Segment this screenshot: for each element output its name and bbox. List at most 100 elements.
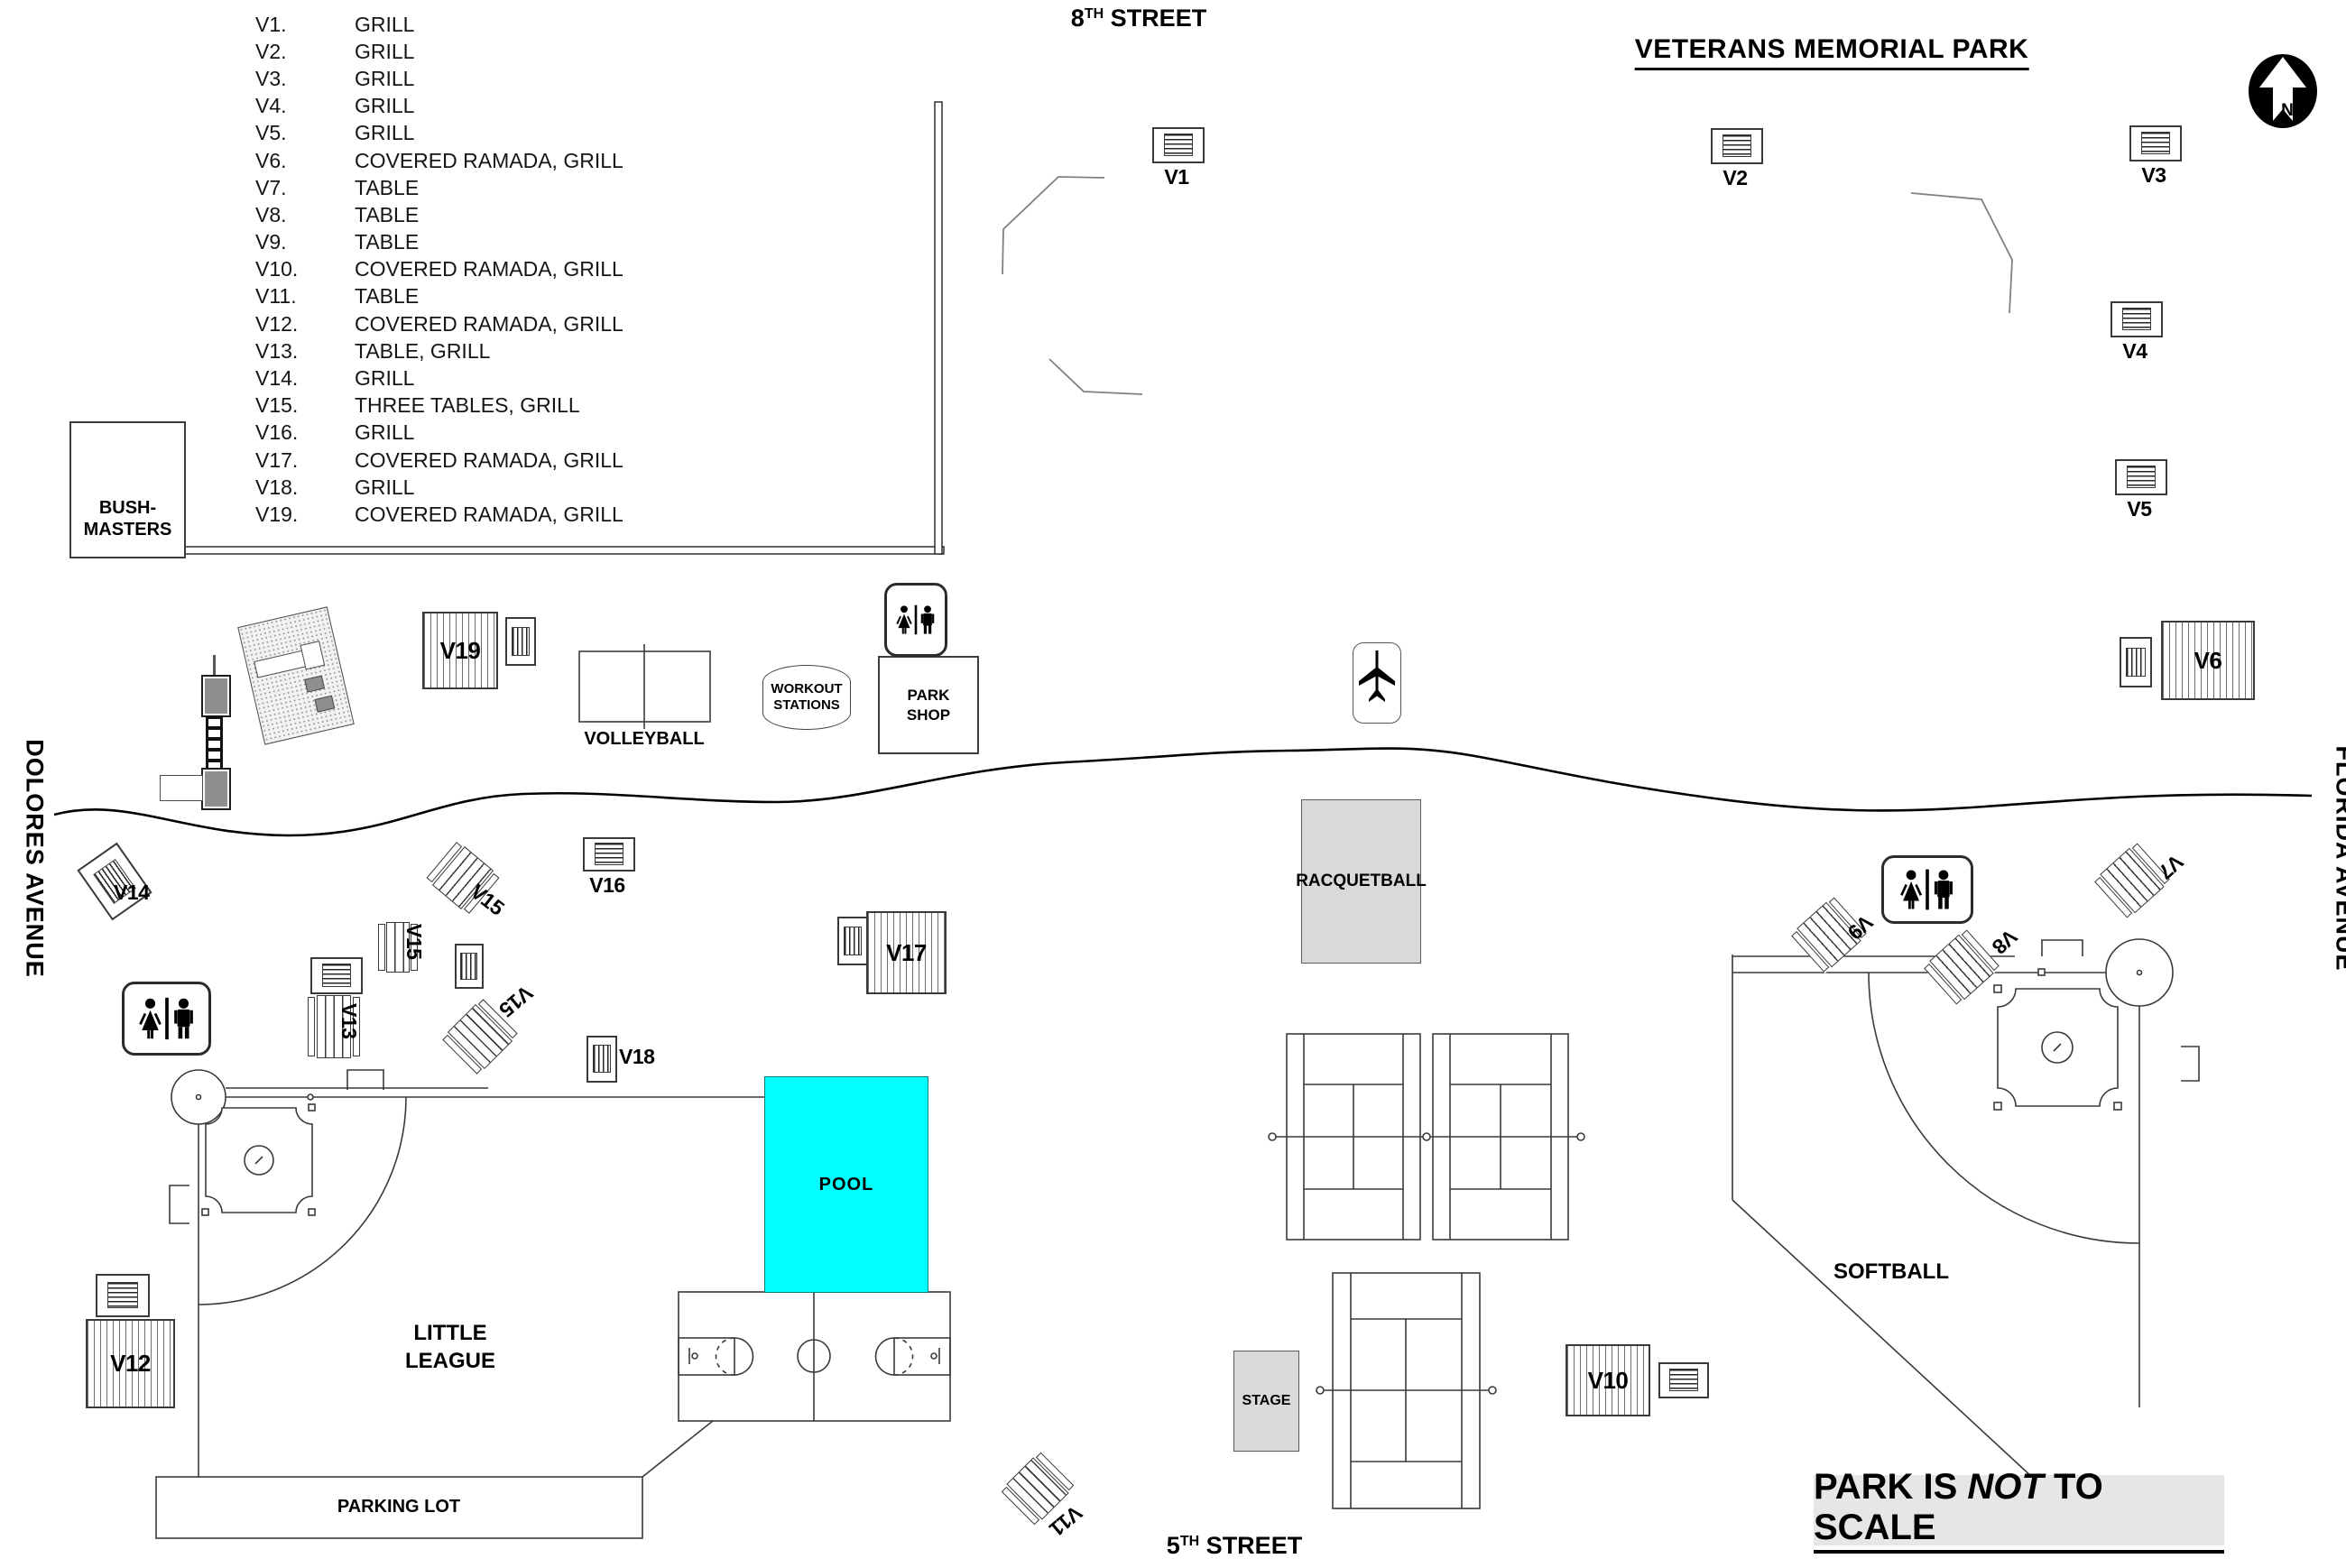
legend-id: V11. xyxy=(255,284,297,309)
marker-label-v4: V4 xyxy=(2122,339,2147,363)
stage: STAGE xyxy=(1233,1351,1299,1452)
grill-icon-v13 xyxy=(310,957,363,994)
legend: V1. GRILL V2. GRILL V3. GRILL V4. GRILL … xyxy=(255,11,623,529)
racquetball-label: RACQUETBALL xyxy=(1296,872,1427,890)
grill-icon-v1 xyxy=(1152,127,1205,163)
bushmasters-building: BUSH- MASTERS xyxy=(69,421,186,558)
workout-stations: WORKOUT STATIONS xyxy=(762,665,851,730)
pool: POOL xyxy=(764,1076,928,1293)
marker-label-v1: V1 xyxy=(1164,165,1189,189)
legend-desc: THREE TABLES, GRILL xyxy=(355,393,580,418)
legend-row: V11. TABLE xyxy=(255,283,623,310)
legend-id: V4. xyxy=(255,94,287,118)
ramada-v17: V17 xyxy=(866,911,947,994)
legend-row: V7. TABLE xyxy=(255,174,623,201)
street-ordinal: TH xyxy=(1084,6,1104,22)
tower-base xyxy=(201,768,231,810)
scale-notice-text: PARK IS NOT TO SCALE xyxy=(1814,1467,2224,1554)
grill-icon-v5 xyxy=(2115,459,2167,495)
playground-step xyxy=(304,675,326,693)
little-league-label: LITTLE LEAGUE xyxy=(405,1319,495,1375)
legend-desc: TABLE, GRILL xyxy=(355,338,491,363)
legend-id: V17. xyxy=(255,447,299,472)
little-league-line: LEAGUE xyxy=(404,1349,496,1373)
path-northwest xyxy=(1002,176,1105,275)
ramada-v19: V19 xyxy=(422,612,498,689)
tower-top xyxy=(201,675,231,717)
dugout-bracket xyxy=(2181,1046,2200,1082)
legend-row: V1. GRILL xyxy=(255,11,623,38)
airplane-icon xyxy=(1353,642,1401,724)
tennis-courts xyxy=(1268,1033,1585,1509)
street-word: STREET xyxy=(1205,1532,1303,1559)
marker-label-v15: V15 xyxy=(402,924,426,960)
legend-desc: COVERED RAMADA, GRILL xyxy=(355,148,623,172)
street-ordinal: TH xyxy=(1179,1534,1200,1549)
bushmasters-label: MASTERS xyxy=(83,520,172,540)
legend-row: V19. COVERED RAMADA, GRILL xyxy=(255,501,623,528)
legend-desc: GRILL xyxy=(355,366,415,391)
legend-id: V10. xyxy=(255,257,299,281)
legend-row: V6. COVERED RAMADA, GRILL xyxy=(255,147,623,174)
bushmasters-label: BUSH- xyxy=(98,498,157,518)
volleyball-label: VOLLEYBALL xyxy=(584,729,705,749)
dugout-bracket xyxy=(346,1069,384,1090)
marker-label: V17 xyxy=(886,938,927,966)
legend-desc: TABLE xyxy=(355,284,420,309)
legend-row: V17. COVERED RAMADA, GRILL xyxy=(255,447,623,474)
legend-row: V14. GRILL xyxy=(255,364,623,392)
marker-label-v18: V18 xyxy=(619,1045,655,1068)
legend-id: V14. xyxy=(255,366,299,391)
grill-icon-v17 xyxy=(837,917,868,965)
legend-row: V5. GRILL xyxy=(255,120,623,147)
ramada-v12: V12 xyxy=(86,1319,175,1408)
legend-row: V15. THREE TABLES, GRILL xyxy=(255,392,623,420)
street-north: 8TH STREET xyxy=(1071,5,1206,32)
volleyball-court xyxy=(578,644,711,729)
legend-id: V8. xyxy=(255,202,287,226)
marker-label-v5: V5 xyxy=(2127,497,2152,521)
legend-row: V16. GRILL xyxy=(255,420,623,447)
compass-north-icon: N xyxy=(2247,52,2319,134)
legend-id: V18. xyxy=(255,475,299,499)
legend-desc: GRILL xyxy=(355,420,415,445)
legend-id: V5. xyxy=(255,121,287,145)
picnic-table-icon-v15 xyxy=(378,922,418,973)
legend-id: V3. xyxy=(255,66,287,90)
legend-row: V13. TABLE, GRILL xyxy=(255,337,623,364)
path-northeast xyxy=(1910,192,2013,314)
legend-desc: GRILL xyxy=(355,39,415,63)
marker-label-v2: V2 xyxy=(1723,166,1748,189)
legend-boundary-vertical xyxy=(934,101,943,555)
workout-label: WORKOUT xyxy=(771,681,843,696)
street-number: 5 xyxy=(1166,1532,1180,1559)
grill-icon-v19 xyxy=(505,617,536,666)
marker-label: V12 xyxy=(110,1350,151,1377)
grill-icon-v3 xyxy=(2129,125,2182,161)
compass-letter: N xyxy=(2281,101,2294,120)
legend-desc: TABLE xyxy=(355,230,420,254)
little-league-line: LITTLE xyxy=(413,1321,487,1345)
grill-icon-v12 xyxy=(96,1274,150,1317)
street-south: 5TH STREET xyxy=(1167,1532,1302,1560)
street-word: STREET xyxy=(1110,5,1207,32)
legend-desc: GRILL xyxy=(355,66,415,90)
legend-id: V19. xyxy=(255,502,299,526)
tower-pole xyxy=(213,655,216,675)
softball-label: SOFTBALL xyxy=(1833,1259,1949,1284)
legend-desc: GRILL xyxy=(355,94,415,118)
legend-id: V6. xyxy=(255,148,287,172)
legend-desc: TABLE xyxy=(355,202,420,226)
grill-icon-v2 xyxy=(1711,128,1763,164)
grill-icon-v15 xyxy=(455,944,484,989)
marker-label-v3: V3 xyxy=(2141,163,2166,187)
grill-icon-v16 xyxy=(583,837,635,872)
restroom-icon xyxy=(122,982,211,1056)
park-shop-label: SHOP xyxy=(906,706,951,724)
page-title: VETERANS MEMORIAL PARK xyxy=(1634,34,2029,70)
legend-id: V7. xyxy=(255,175,287,199)
legend-row: V12. COVERED RAMADA, GRILL xyxy=(255,310,623,337)
legend-row: V10. COVERED RAMADA, GRILL xyxy=(255,256,623,283)
street-east: FLORIDA AVENUE xyxy=(2331,745,2346,972)
